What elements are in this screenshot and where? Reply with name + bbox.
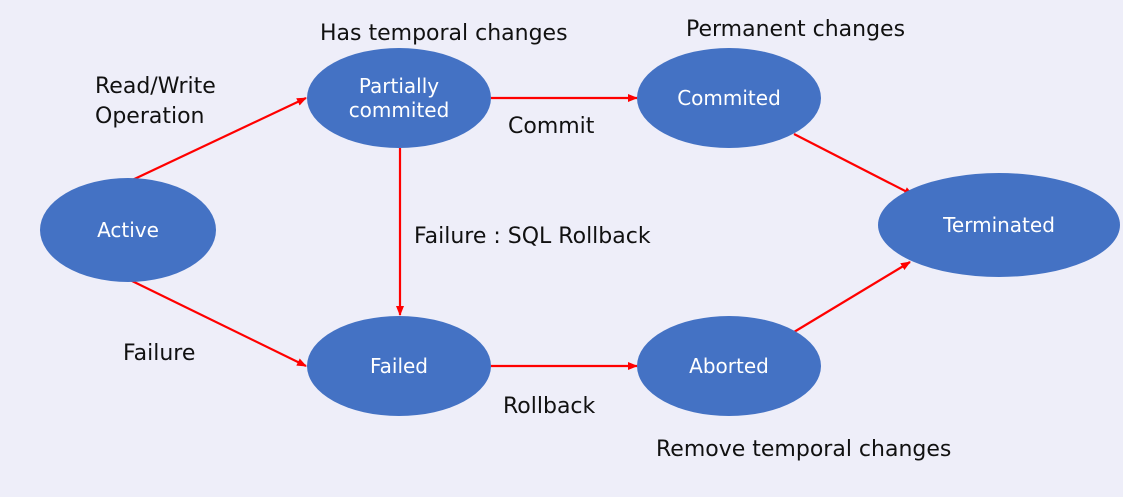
state-label: Failed [370, 354, 428, 378]
state-ellipse [878, 173, 1120, 277]
state-node-failed: Failed [307, 316, 491, 416]
edge-label-partially-commited-to-failed: Failure : SQL Rollback [414, 224, 651, 249]
state-node-active: Active [40, 178, 216, 282]
arrow-aborted-to-terminated [793, 261, 911, 333]
state-label: Terminated [942, 213, 1055, 237]
state-ellipse [40, 178, 216, 282]
state-label: Commited [677, 86, 781, 110]
state-ellipse [637, 316, 821, 416]
note-aborted: Remove temporal changes [656, 437, 951, 462]
state-label: Aborted [689, 354, 769, 378]
edge-label-active-to-partially-commited: Operation [95, 104, 204, 129]
state-node-commited: Commited [637, 48, 821, 148]
edge-label-active-to-partially-commited: Read/Write [95, 74, 216, 99]
edge-label-failed-to-aborted: Rollback [503, 394, 596, 419]
state-ellipse [307, 48, 491, 148]
state-ellipse [637, 48, 821, 148]
state-node-terminated: Terminated [878, 173, 1120, 277]
arrow-active-to-failed [127, 278, 307, 367]
state-ellipse [307, 316, 491, 416]
state-label: Active [97, 218, 159, 242]
edge-label-active-to-failed: Failure [123, 341, 195, 366]
arrow-commited-to-terminated [793, 133, 914, 196]
state-node-aborted: Aborted [637, 316, 821, 416]
state-label: commited [349, 98, 450, 122]
arrow-active-to-partially-commited [127, 97, 307, 183]
state-label: Partially [359, 74, 439, 98]
note-partially-commited: Has temporal changes [320, 21, 568, 46]
note-commited: Permanent changes [686, 17, 905, 42]
edge-label-partially-commited-to-commited: Commit [508, 114, 595, 139]
